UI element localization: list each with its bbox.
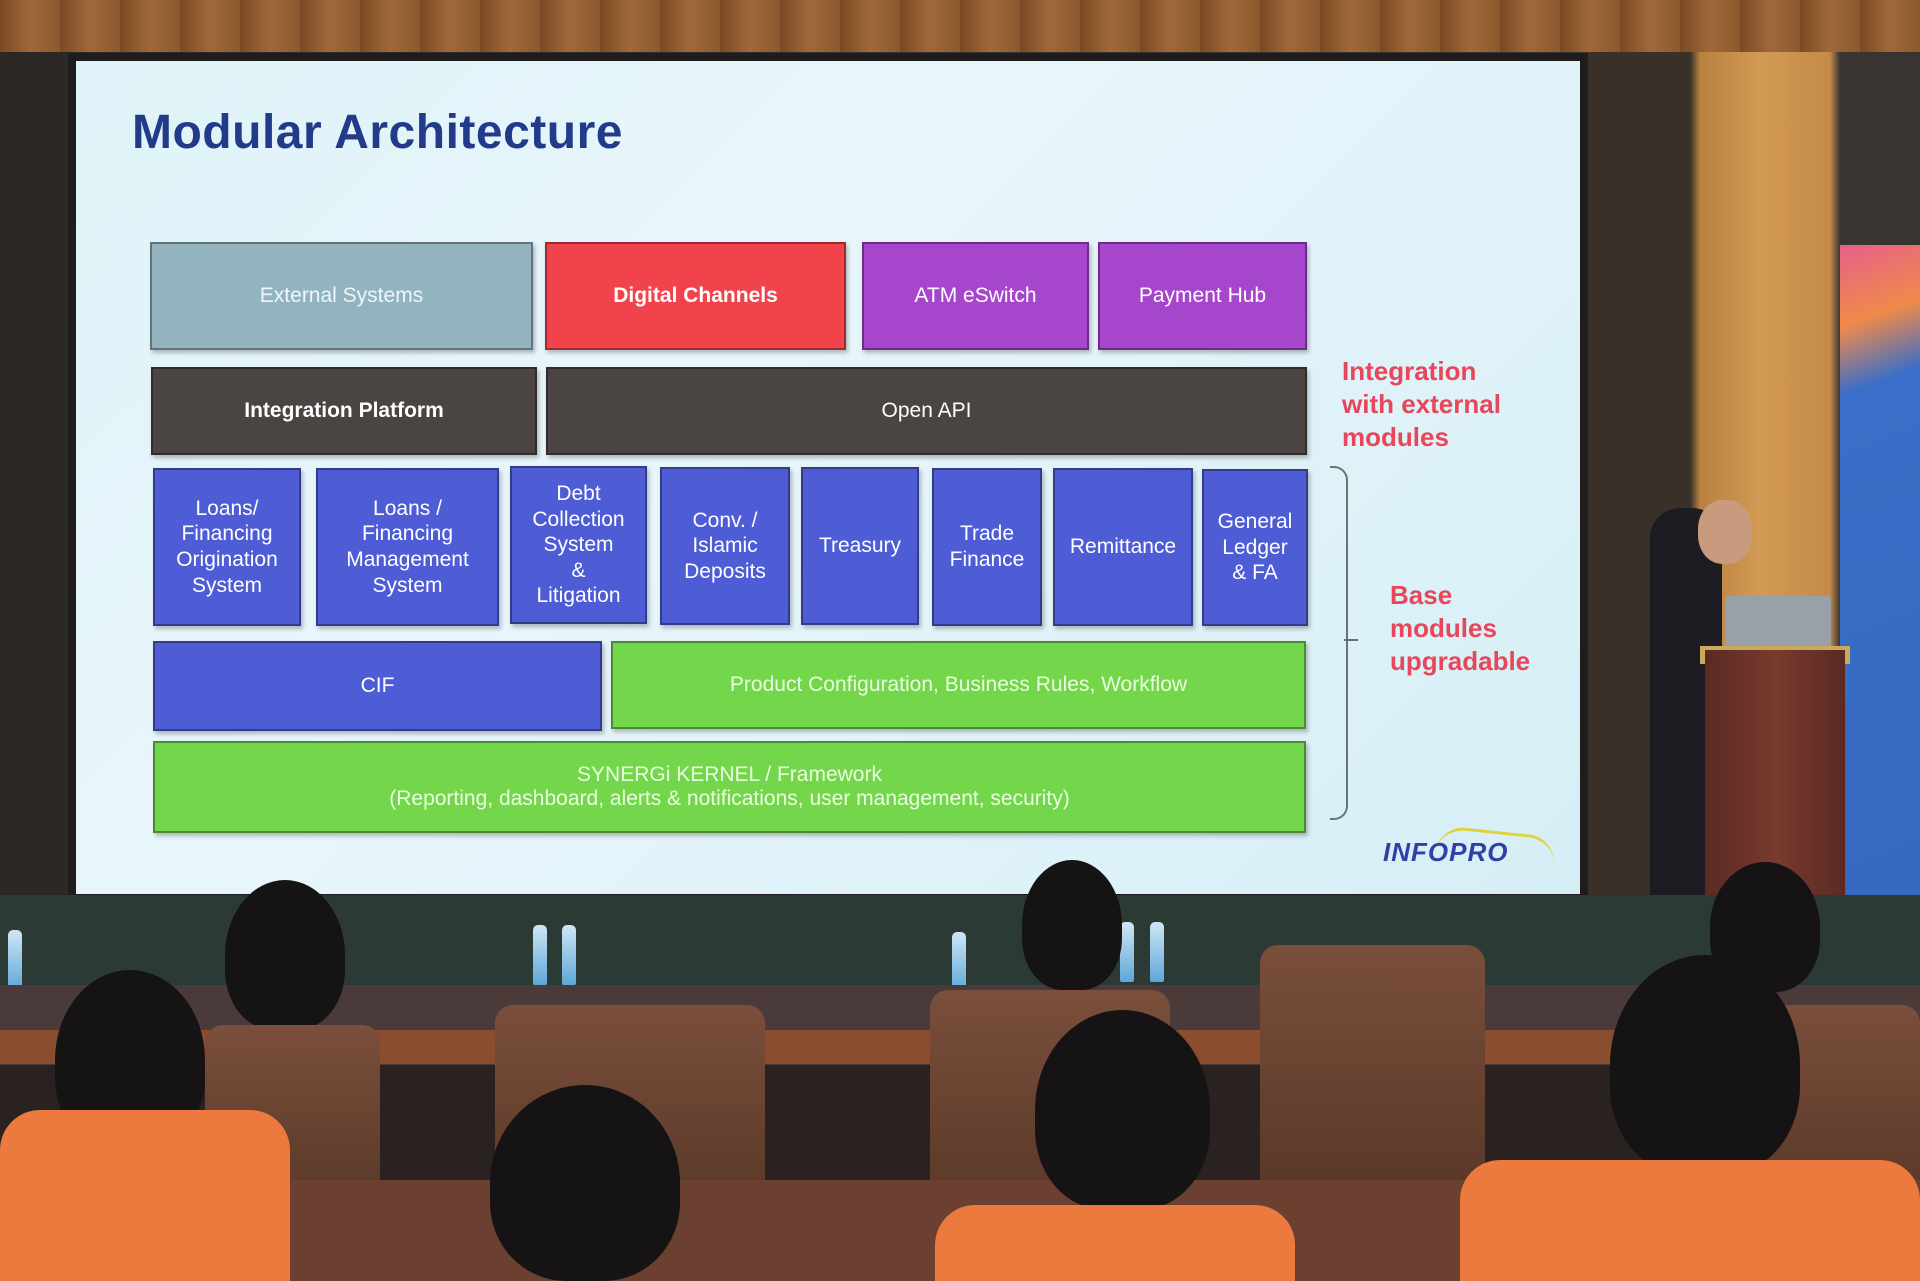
module-treasury: Treasury — [801, 467, 919, 625]
brace-bracket — [1330, 466, 1348, 820]
module-digital-channels: Digital Channels — [545, 242, 846, 350]
module-islamic-deposits: Conv. / Islamic Deposits — [660, 467, 790, 625]
chair — [1260, 945, 1485, 1185]
water-bottle — [1120, 922, 1134, 982]
annotation-base-modules: Base modules upgradable — [1390, 580, 1531, 677]
kernel-subtitle: (Reporting, dashboard, alerts & notifica… — [389, 787, 1070, 810]
module-open-api: Open API — [546, 367, 1307, 455]
water-bottle — [1150, 922, 1164, 982]
module-external-systems: External Systems — [150, 242, 533, 350]
module-integration-platform: Integration Platform — [151, 367, 537, 455]
infopro-logo: INFOPRO — [1383, 837, 1509, 867]
water-bottle — [952, 932, 966, 992]
audience-member-headphones — [490, 1085, 680, 1281]
module-remittance: Remittance — [1053, 468, 1193, 626]
module-atm-eswitch: ATM eSwitch — [862, 242, 1089, 350]
module-debt-collection: Debt Collection System & Litigation — [510, 466, 647, 624]
annotation-integration: Integration with external modules — [1342, 356, 1501, 453]
module-cif: CIF — [153, 641, 602, 731]
module-loans-origination: Loans/ Financing Origination System — [153, 468, 301, 626]
water-bottle — [8, 930, 22, 990]
module-general-ledger: General Ledger & FA — [1202, 469, 1308, 626]
projection-screen: Modular Architecture External Systems Di… — [76, 61, 1580, 894]
audience-shirt — [935, 1205, 1295, 1281]
water-bottle — [562, 925, 576, 985]
audience-member — [225, 880, 345, 1030]
slide-title: Modular Architecture — [132, 106, 623, 159]
audience-member — [1035, 1010, 1210, 1210]
wood-ceiling-panel — [0, 0, 1920, 52]
module-loans-management: Loans / Financing Management System — [316, 468, 499, 626]
audience-member — [1610, 955, 1800, 1175]
audience-shirt — [0, 1110, 290, 1281]
brace-tip — [1344, 639, 1358, 641]
kernel-title: SYNERGi KERNEL / Framework — [577, 762, 882, 786]
audience-member — [1022, 860, 1122, 990]
speaker-head — [1698, 500, 1752, 564]
module-synergi-kernel: SYNERGi KERNEL / Framework (Reporting, d… — [153, 741, 1306, 833]
event-banner — [1840, 245, 1920, 905]
module-payment-hub: Payment Hub — [1098, 242, 1307, 350]
module-product-configuration: Product Configuration, Business Rules, W… — [611, 641, 1306, 729]
module-trade-finance: Trade Finance — [932, 468, 1042, 626]
audience-shirt — [1460, 1160, 1920, 1281]
laptop — [1725, 596, 1831, 648]
water-bottle — [533, 925, 547, 985]
